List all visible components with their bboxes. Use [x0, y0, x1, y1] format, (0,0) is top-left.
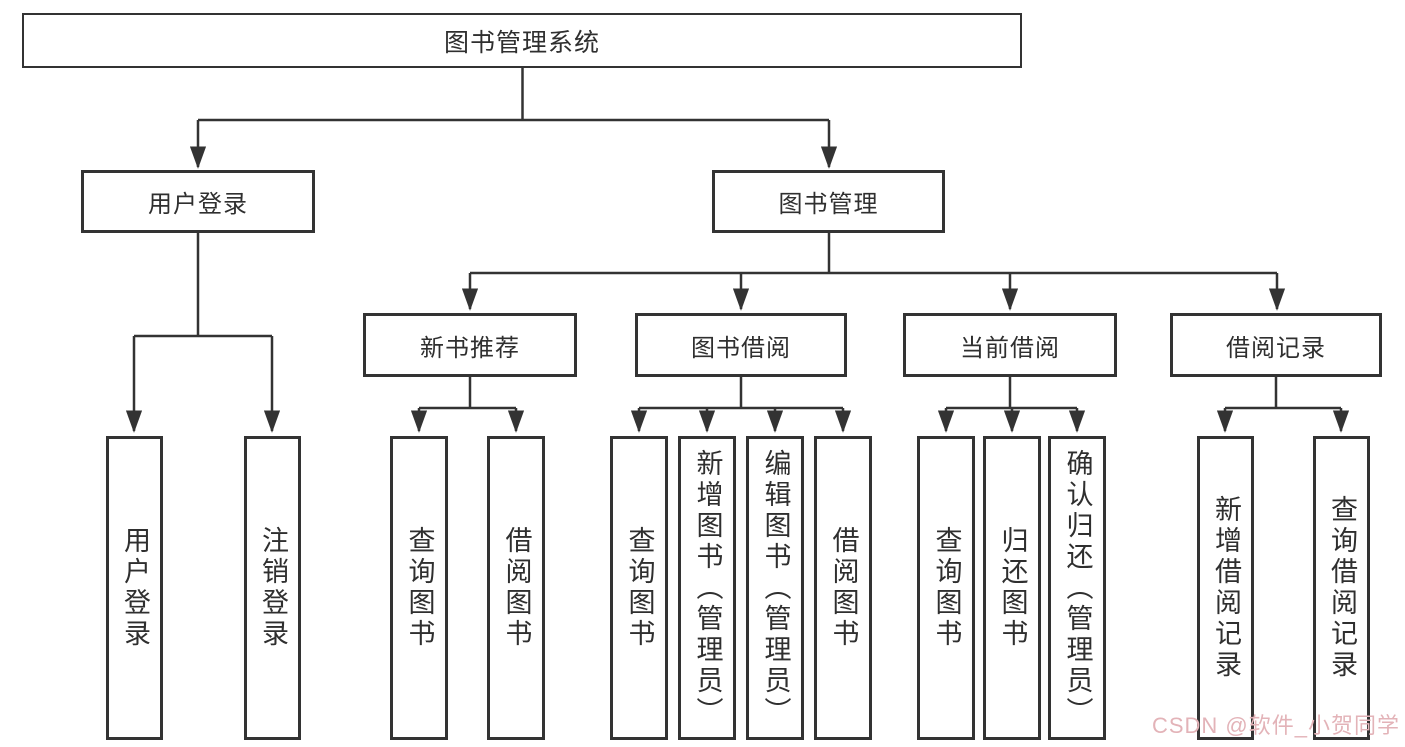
- leaf-confirm-return-admin: 确认归还（管理员）: [1048, 436, 1106, 740]
- leaf-query-books-3: 查询图书: [917, 436, 975, 740]
- node-library-management-system: 图书管理系统: [22, 13, 1022, 68]
- leaf-user-login: 用户登录: [106, 436, 163, 740]
- leaf-add-borrowing-record: 新增借阅记录: [1197, 436, 1254, 740]
- leaf-borrow-books-2: 借阅图书: [814, 436, 872, 740]
- leaf-borrow-books-1: 借阅图书: [487, 436, 545, 740]
- node-book-management: 图书管理: [712, 170, 945, 233]
- node-new-book-recommendation: 新书推荐: [363, 313, 577, 377]
- leaf-query-books-1: 查询图书: [390, 436, 448, 740]
- leaf-return-books: 归还图书: [983, 436, 1041, 740]
- node-book-borrowing: 图书借阅: [635, 313, 847, 377]
- leaf-query-borrowing-record: 查询借阅记录: [1313, 436, 1370, 740]
- leaf-query-books-2: 查询图书: [610, 436, 668, 740]
- leaf-edit-book-admin: 编辑图书（管理员）: [746, 436, 804, 740]
- leaf-add-book-admin: 新增图书（管理员）: [678, 436, 736, 740]
- leaf-logout: 注销登录: [244, 436, 301, 740]
- node-current-borrowing: 当前借阅: [903, 313, 1117, 377]
- node-user-login: 用户登录: [81, 170, 315, 233]
- node-borrowing-records: 借阅记录: [1170, 313, 1382, 377]
